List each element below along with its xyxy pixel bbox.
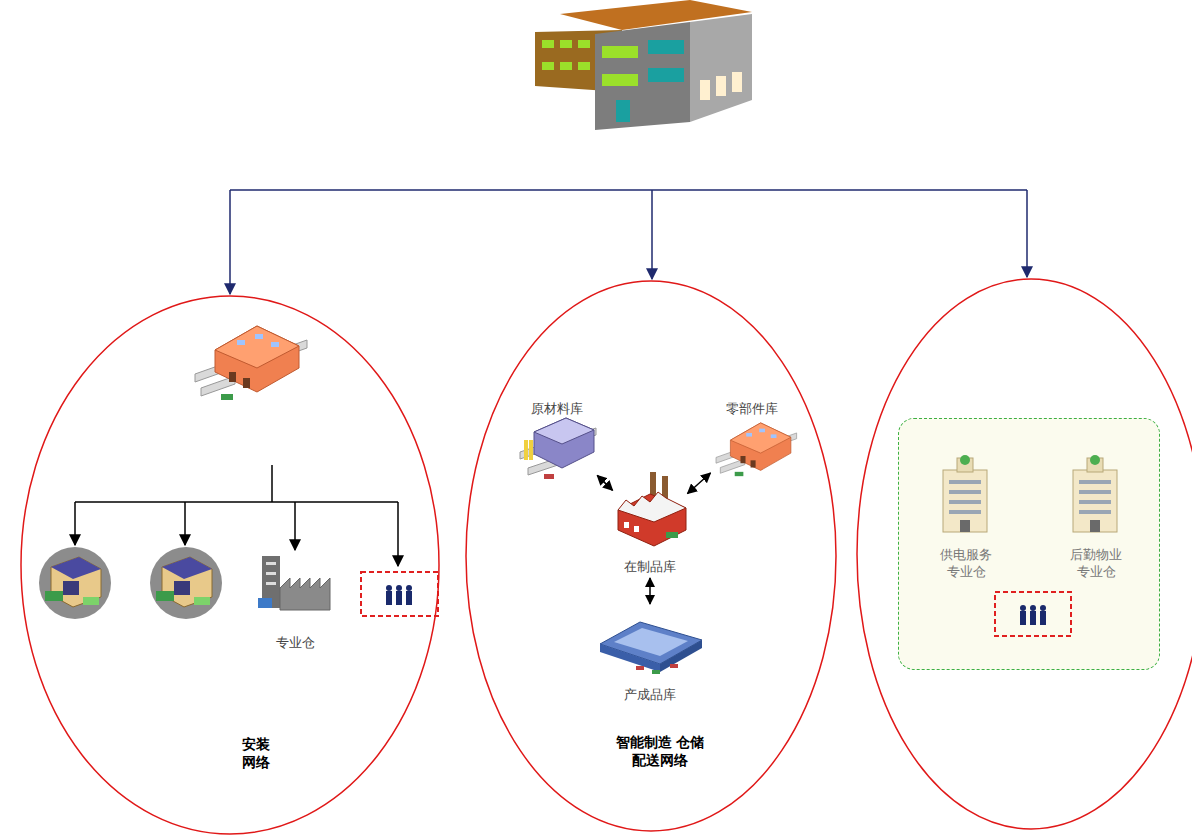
ellipse-outline bbox=[20, 295, 440, 835]
network-title: 智能制造 仓储配送网络 bbox=[610, 733, 710, 769]
text-group: 在制品库 bbox=[614, 556, 686, 576]
network-ellipse: 专业仓安装 网络 bbox=[20, 295, 440, 835]
network-ellipse: 供电服务 专业仓 后勤物业 专业仓 bbox=[856, 278, 1192, 830]
warehouse-label: 供电服务 专业仓 bbox=[936, 547, 996, 581]
tree-lines bbox=[75, 465, 398, 566]
factory-icon bbox=[618, 472, 686, 546]
ellipse-outline bbox=[21, 296, 439, 834]
power-warehouse-icon bbox=[943, 455, 987, 532]
warehouse-node: 产成品库 bbox=[595, 606, 705, 704]
text-group: 供电服务 专业仓 bbox=[923, 547, 1009, 581]
ellipse-outline bbox=[466, 281, 836, 831]
text-group: 产成品库 bbox=[595, 684, 705, 704]
raw-material-icon bbox=[520, 418, 596, 479]
network-ellipse: 原材料库 零部件库在制品库产成品库智能制造 仓储配送网络 bbox=[465, 280, 837, 832]
warehouse-node: 专业仓 bbox=[250, 546, 340, 652]
logistics-warehouse-icon bbox=[1073, 455, 1117, 532]
warehouse-node: 零部件库 bbox=[712, 398, 792, 474]
headquarters-icon bbox=[535, 0, 752, 130]
people-frame bbox=[995, 592, 1071, 636]
warehouse-node: 后勤物业 专业仓 bbox=[1053, 455, 1139, 581]
double-arrow bbox=[597, 475, 612, 490]
text-group: 专业仓 bbox=[250, 632, 340, 652]
warehouse-label: 专业仓 bbox=[276, 635, 315, 652]
ellipse-outline bbox=[856, 278, 1192, 830]
warehouse-label: 后勤物业 专业仓 bbox=[1066, 547, 1126, 581]
text-group: 智能制造 仓储配送网络 bbox=[610, 733, 710, 769]
warehouse-label: 零部件库 bbox=[726, 401, 778, 418]
warehouse-label: 产成品库 bbox=[624, 687, 676, 704]
service-panel: 供电服务 专业仓 后勤物业 专业仓 bbox=[898, 418, 1160, 670]
double-arrow bbox=[687, 473, 710, 494]
warehouse-label: 在制品库 bbox=[624, 559, 676, 576]
distribution-lines bbox=[230, 190, 1027, 294]
central-warehouse-icon bbox=[195, 326, 307, 400]
service-panel bbox=[898, 418, 1160, 670]
people-frame bbox=[361, 572, 438, 616]
warehouse-label: 原材料库 bbox=[531, 401, 583, 418]
text-group: 零部件库 bbox=[712, 398, 792, 418]
network-title: 安装 网络 bbox=[234, 735, 278, 771]
finished-goods-icon bbox=[600, 622, 702, 674]
specialty-warehouse-icon bbox=[258, 556, 330, 610]
double-arrow bbox=[649, 578, 651, 604]
text-group: 原材料库 bbox=[518, 398, 596, 418]
ellipse-outline bbox=[857, 279, 1192, 829]
warehouse-node: 原材料库 bbox=[518, 398, 596, 474]
regional-warehouse-icon bbox=[39, 547, 111, 619]
regional-warehouse-icon bbox=[150, 547, 222, 619]
text-group: 后勤物业 专业仓 bbox=[1053, 547, 1139, 581]
text-group: 安装 网络 bbox=[234, 735, 278, 771]
warehouse-node: 在制品库 bbox=[614, 478, 686, 576]
parts-warehouse-icon bbox=[716, 423, 797, 476]
warehouse-node: 供电服务 专业仓 bbox=[923, 455, 1009, 581]
